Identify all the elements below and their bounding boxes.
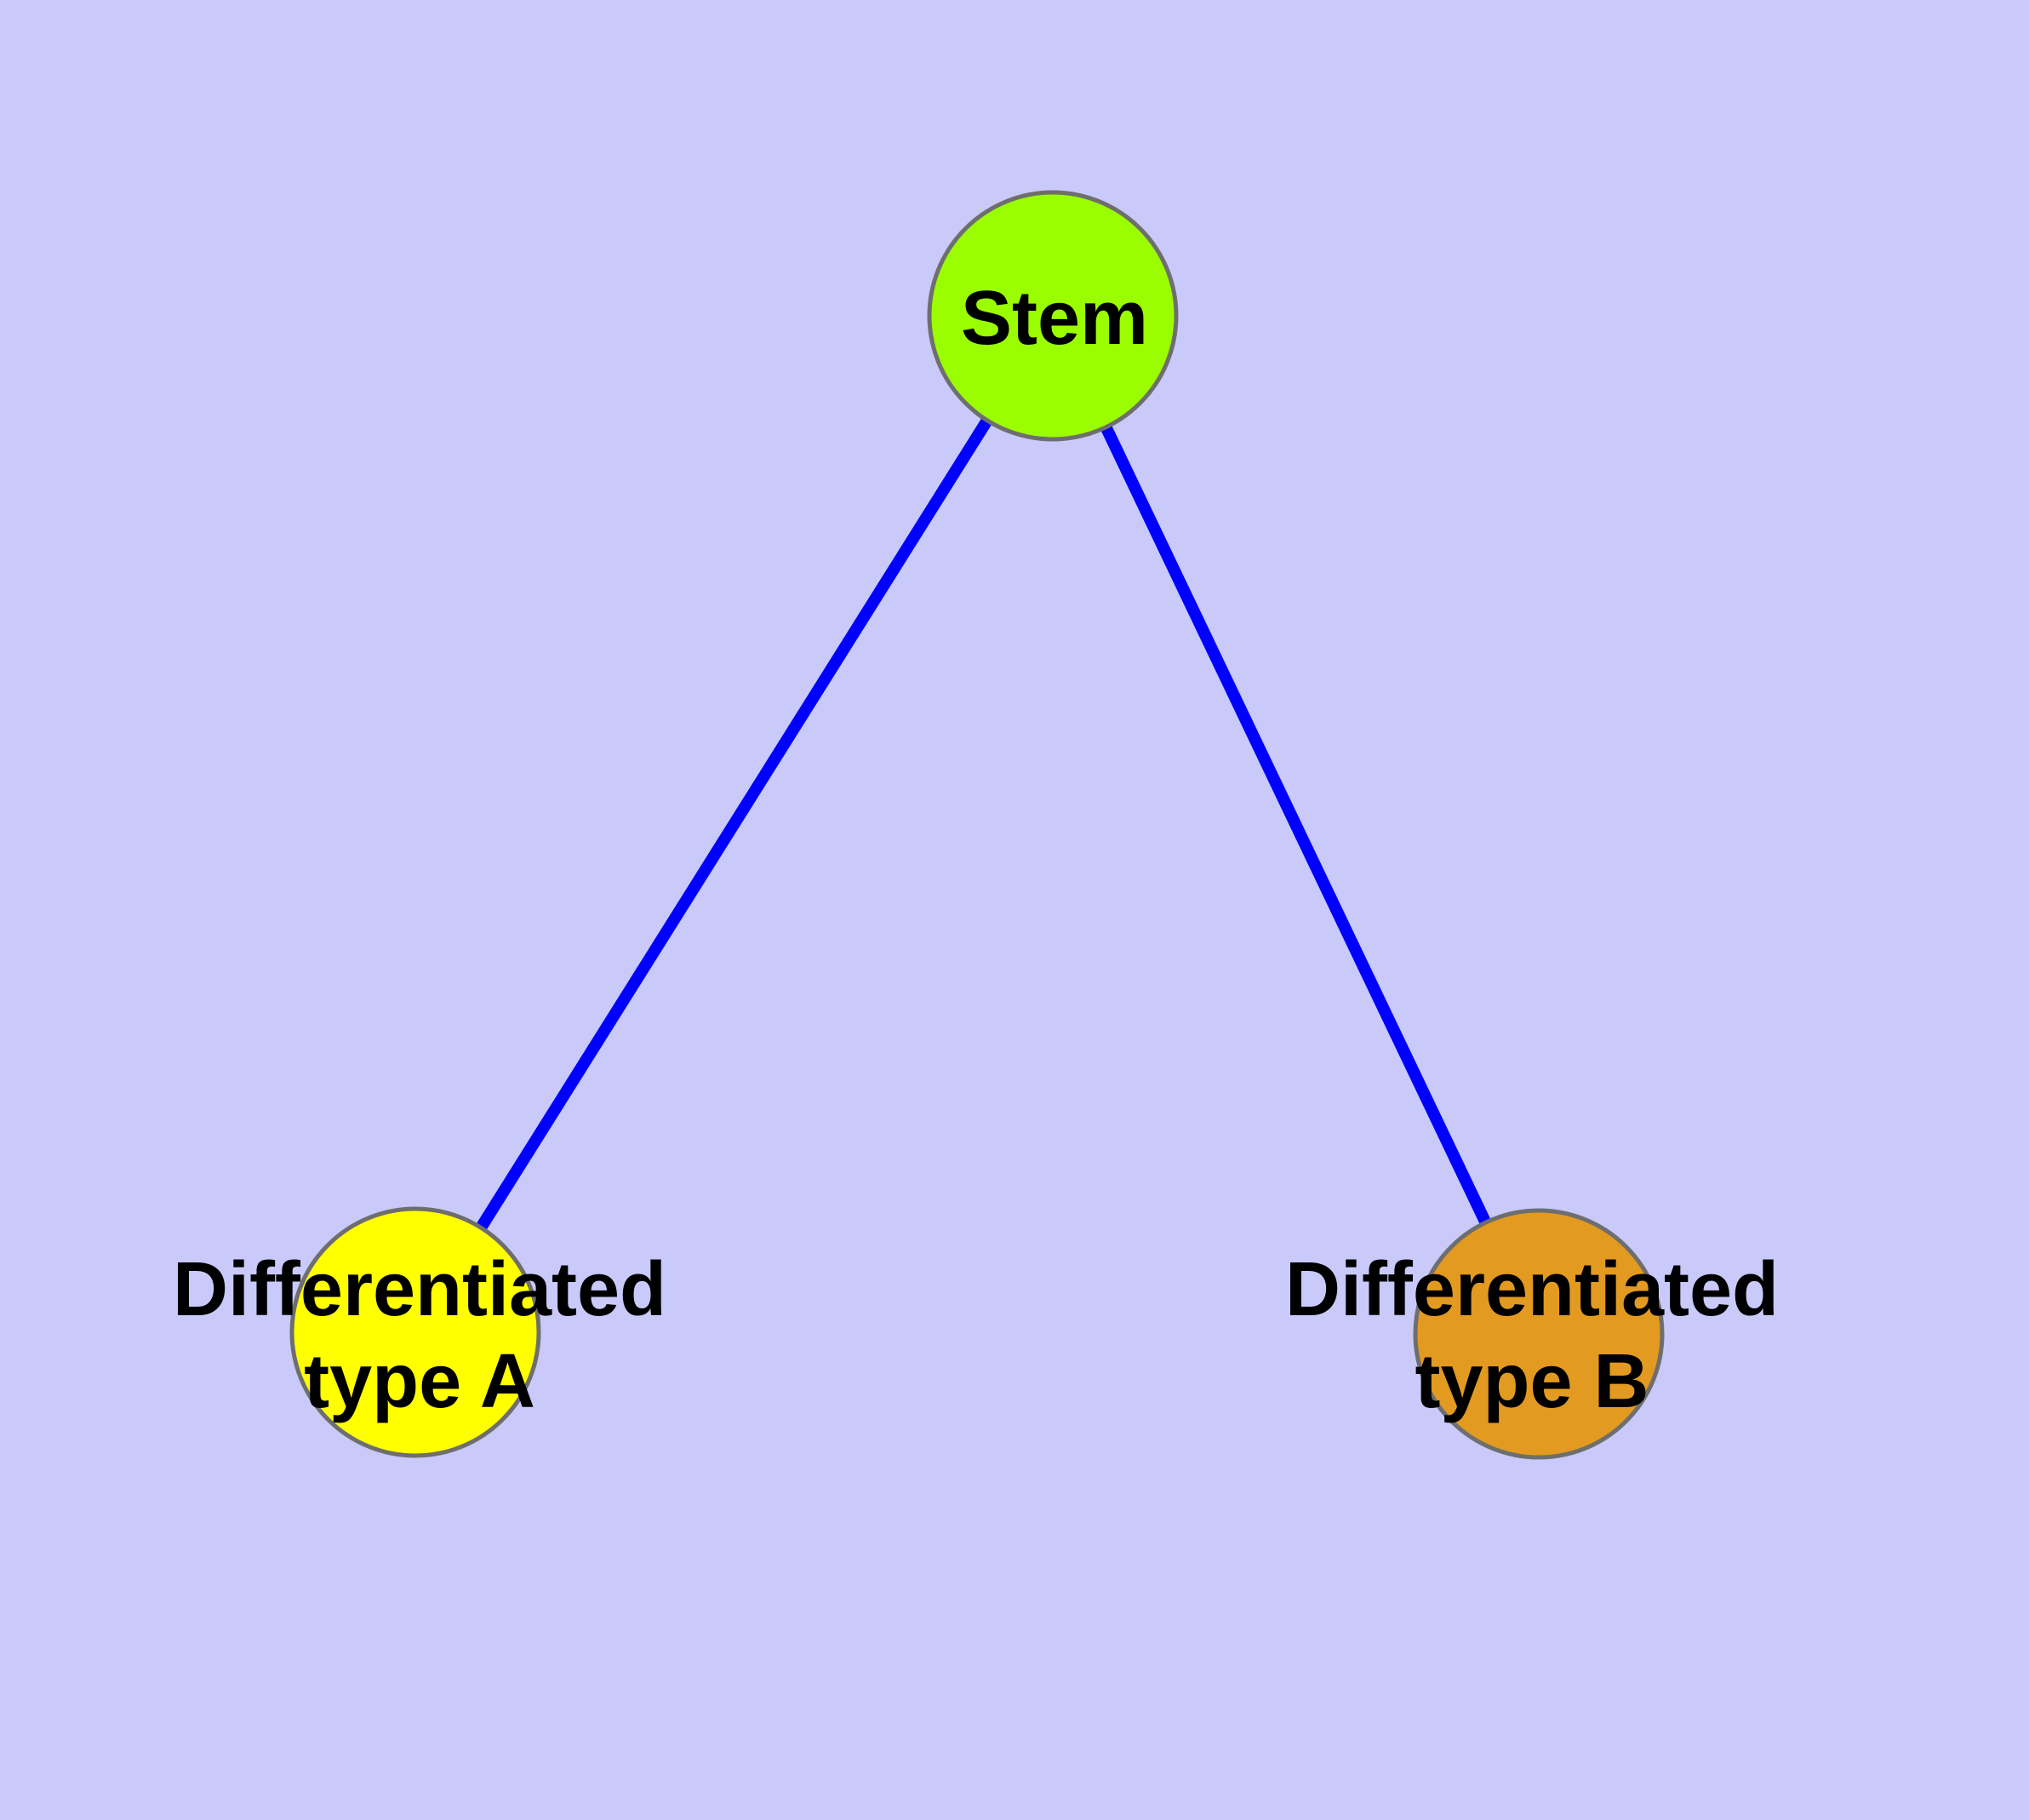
node-type-b-label-line1: Differentiated [1285, 1247, 1779, 1332]
node-type-a-label-line2: type A [304, 1339, 535, 1424]
edge-stem-to-type-a [410, 312, 1058, 1336]
node-type-a-label-line1: Differentiated [173, 1247, 666, 1332]
node-type-a-circle [289, 1206, 541, 1458]
node-stem-circle [927, 190, 1179, 442]
node-type-b-label-line2: type B [1415, 1339, 1649, 1424]
edge-stem-to-type-b [1047, 312, 1545, 1337]
node-stem-label: Stem [961, 276, 1148, 361]
node-differentiated-type-b: Differentiated type B [1285, 1208, 1779, 1460]
node-differentiated-type-a: Differentiated type A [173, 1206, 666, 1458]
node-type-b-circle [1413, 1208, 1665, 1460]
node-stem: Stem [927, 190, 1179, 442]
